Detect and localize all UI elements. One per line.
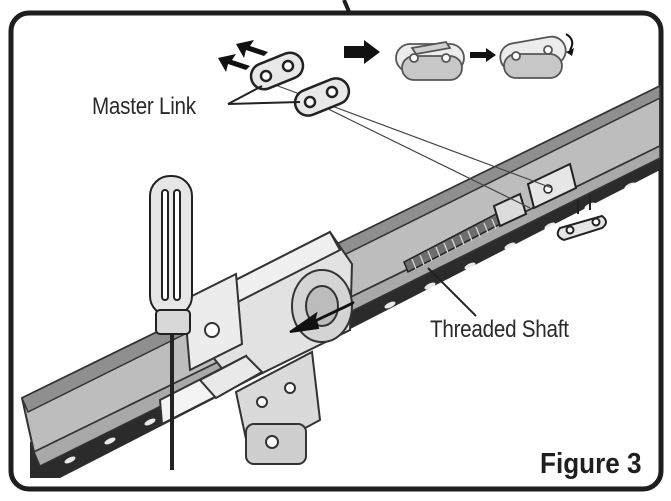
figure-caption: Figure 3	[540, 448, 642, 481]
threaded-shaft-label: Threaded Shaft	[430, 316, 569, 344]
assembly-step-1	[396, 42, 464, 80]
master-link-label: Master Link	[92, 93, 196, 121]
